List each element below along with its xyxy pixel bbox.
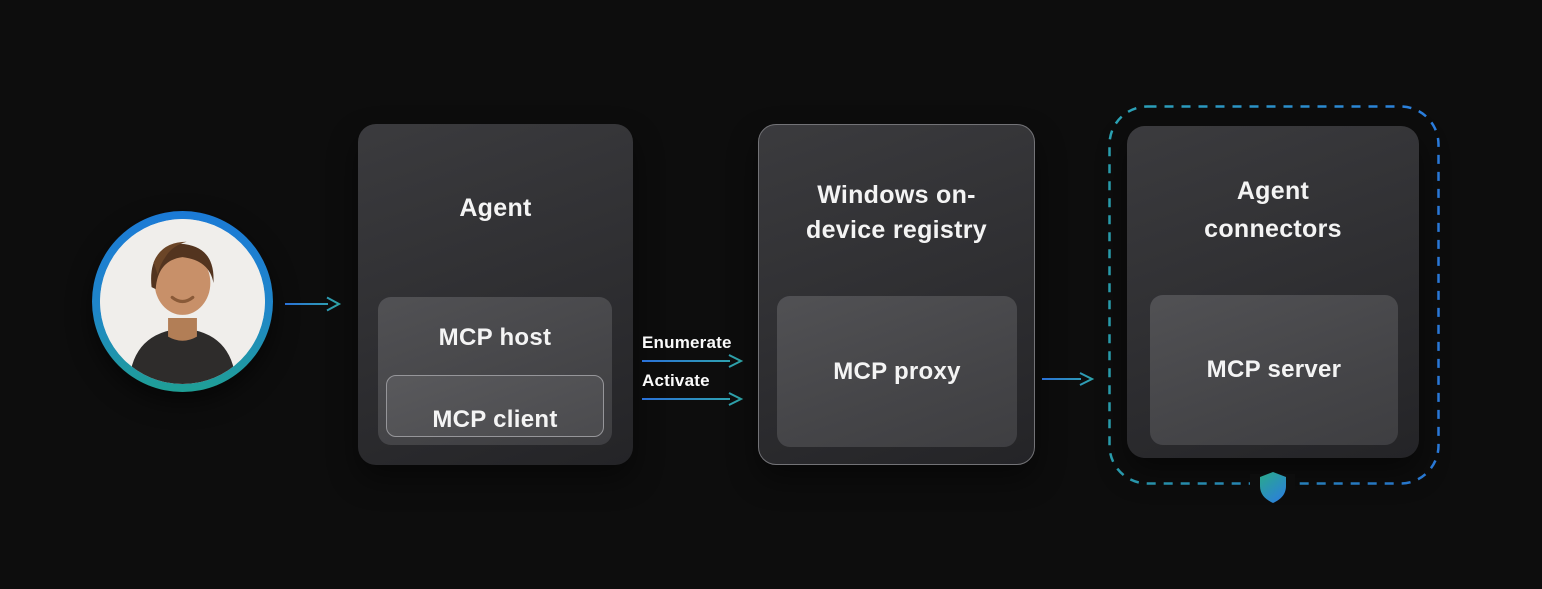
registry-title: Windows on- device registry (759, 125, 1034, 248)
connectors-title-line2: connectors (1204, 215, 1342, 243)
user-avatar (92, 211, 273, 392)
agent-title: Agent (459, 194, 532, 222)
mcp-client-label: MCP client (432, 405, 558, 433)
enumerate-arrow (642, 354, 744, 368)
mcp-server-box: MCP server (1150, 295, 1398, 445)
mcp-proxy-label: MCP proxy (833, 357, 961, 385)
arrow-user-to-agent (285, 296, 342, 312)
mcp-host-label: MCP host (438, 324, 552, 351)
arrow-registry-to-connectors (1042, 372, 1095, 386)
registry-box: Windows on- device registry MCP proxy (758, 124, 1035, 465)
mcp-host-box: MCP host MCP client (378, 297, 612, 445)
activate-arrow (642, 392, 744, 406)
agent-box: Agent MCP host MCP client (358, 124, 633, 465)
mcp-proxy-box: MCP proxy (777, 296, 1017, 447)
person-illustration (100, 219, 265, 384)
activate-label: Activate (642, 371, 710, 390)
mcp-client-box: MCP client (386, 375, 604, 437)
connectors-title-line1: Agent (1236, 177, 1310, 205)
user-avatar-photo (100, 219, 265, 384)
enumerate-label: Enumerate (642, 333, 732, 352)
connectors-title: Agent connectors (1127, 126, 1419, 248)
shield-icon (1260, 472, 1286, 503)
registry-title-line2: device registry (806, 216, 987, 244)
mcp-server-label: MCP server (1206, 356, 1342, 383)
registry-title-line1: Windows on- (817, 181, 976, 209)
agent-connectors-box: Agent connectors MCP server (1127, 126, 1419, 458)
